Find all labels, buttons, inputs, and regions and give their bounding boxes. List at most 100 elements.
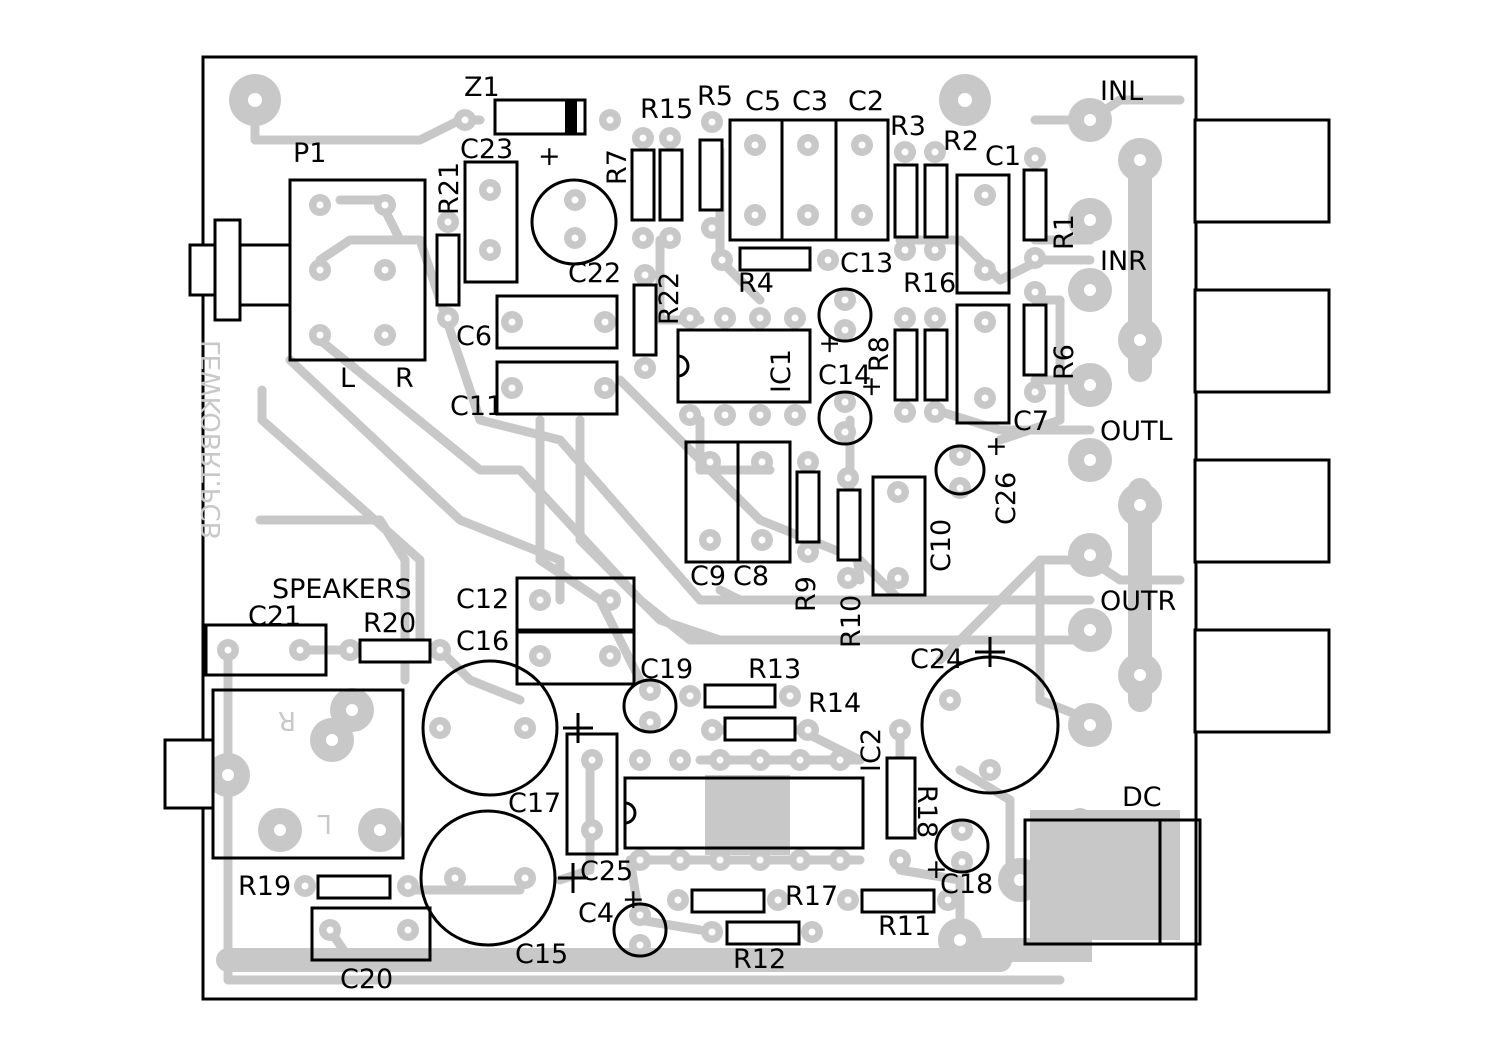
label-outl: OUTL [1100,416,1173,447]
label-r14: R14 [808,688,861,719]
drill-hole [316,201,324,209]
drill-hole [706,458,714,466]
label-c25: C25 [580,856,633,887]
label-c11: C11 [450,391,503,422]
drill-hole [756,314,764,322]
label-c7: C7 [1013,406,1049,437]
label-ic1: IC1 [766,349,797,393]
drill-hole [986,766,994,774]
drill-hole [844,896,852,904]
drill-hole [381,201,389,209]
label-pot-right: R [395,363,414,394]
drill-hole [896,726,904,734]
drill-hole [646,686,654,694]
label-r21: R21 [434,162,465,215]
drill-hole [931,246,939,254]
jack-pads [1068,98,1162,747]
drill-hole [944,896,952,904]
drill-hole [676,856,684,864]
label-r15: R15 [640,94,693,125]
drill-hole [896,856,904,864]
label-pot-left: L [340,363,355,394]
label-c4: C4 [578,898,614,929]
drill-hole [316,331,324,339]
drill-hole [571,196,579,204]
silkscreen-labels: Z1 P1 L R R21 C23 + C22 R15 R5 R7 C5 C3 … [197,72,1176,995]
label-r20: R20 [363,608,416,639]
label-inr: INR [1100,246,1147,277]
drill-hole [796,856,804,864]
drill-hole [641,364,649,372]
drill-hole [858,141,866,149]
label-speakers: SPEAKERS [272,574,412,605]
label-r22: R22 [654,272,685,325]
label-c6: C6 [456,321,492,352]
drill-hole [606,116,614,124]
drill-hole [451,874,459,882]
drill-hole [301,882,309,890]
label-c18-plus: + [925,854,948,885]
label-outr: OUTR [1100,586,1176,617]
drill-hole [841,398,849,406]
drill-hole [894,574,902,582]
label-c10: C10 [926,519,957,572]
drill-hole [958,858,966,866]
label-r6: R6 [1049,344,1080,380]
label-r13: R13 [748,654,801,685]
speaker-jack-pads [206,688,402,852]
drill-hole [804,141,812,149]
label-r10: R10 [836,595,867,648]
drill-hole [901,148,909,156]
drill-hole [901,314,909,322]
drill-hole [508,384,516,392]
label-c21: C21 [248,601,301,632]
drill-hole [436,724,444,732]
mounting-pad [229,74,281,126]
drill-hole [981,266,989,274]
drill-hole [981,191,989,199]
label-r16: R16 [903,268,956,299]
drill-hole [666,234,674,242]
drill-hole [716,856,724,864]
label-c3: C3 [792,86,828,117]
label-r17: R17 [785,881,838,912]
label-r12: R12 [733,944,786,975]
drill-hole [536,652,544,660]
label-c13-plus: + [814,332,845,355]
label-r2: R2 [943,126,979,157]
label-c1: C1 [985,141,1021,172]
drill-hole [931,408,939,416]
label-c2: C2 [848,86,884,117]
drill-hole [461,116,469,124]
drill-hole [791,411,799,419]
drill-hole [718,256,726,264]
drill-hole [791,314,799,322]
label-r9: R9 [791,576,822,612]
label-r18: R18 [911,785,942,838]
drill-hole [836,756,844,764]
label-r3: R3 [890,111,926,142]
label-z1: Z1 [464,72,500,103]
drill-hole [436,646,444,654]
drill-hole [756,411,764,419]
drill-hole [536,596,544,604]
drill-hole [639,234,647,242]
label-c14: C14 [818,360,871,391]
drill-hole [444,314,452,322]
drill-hole [796,756,804,764]
label-c8: C8 [733,561,769,592]
drill-hole [758,536,766,544]
drill-hole [946,696,954,704]
drill-hole [956,451,964,459]
label-c5: C5 [745,86,781,117]
label-c14-plus: + [856,375,887,398]
label-c12: C12 [456,584,509,615]
label-r8: R8 [864,336,895,372]
drill-hole [606,596,614,604]
drill-hole [404,882,412,890]
label-r4: R4 [738,268,774,299]
drill-hole [674,896,682,904]
drill-hole [601,384,609,392]
drill-hole [751,141,759,149]
